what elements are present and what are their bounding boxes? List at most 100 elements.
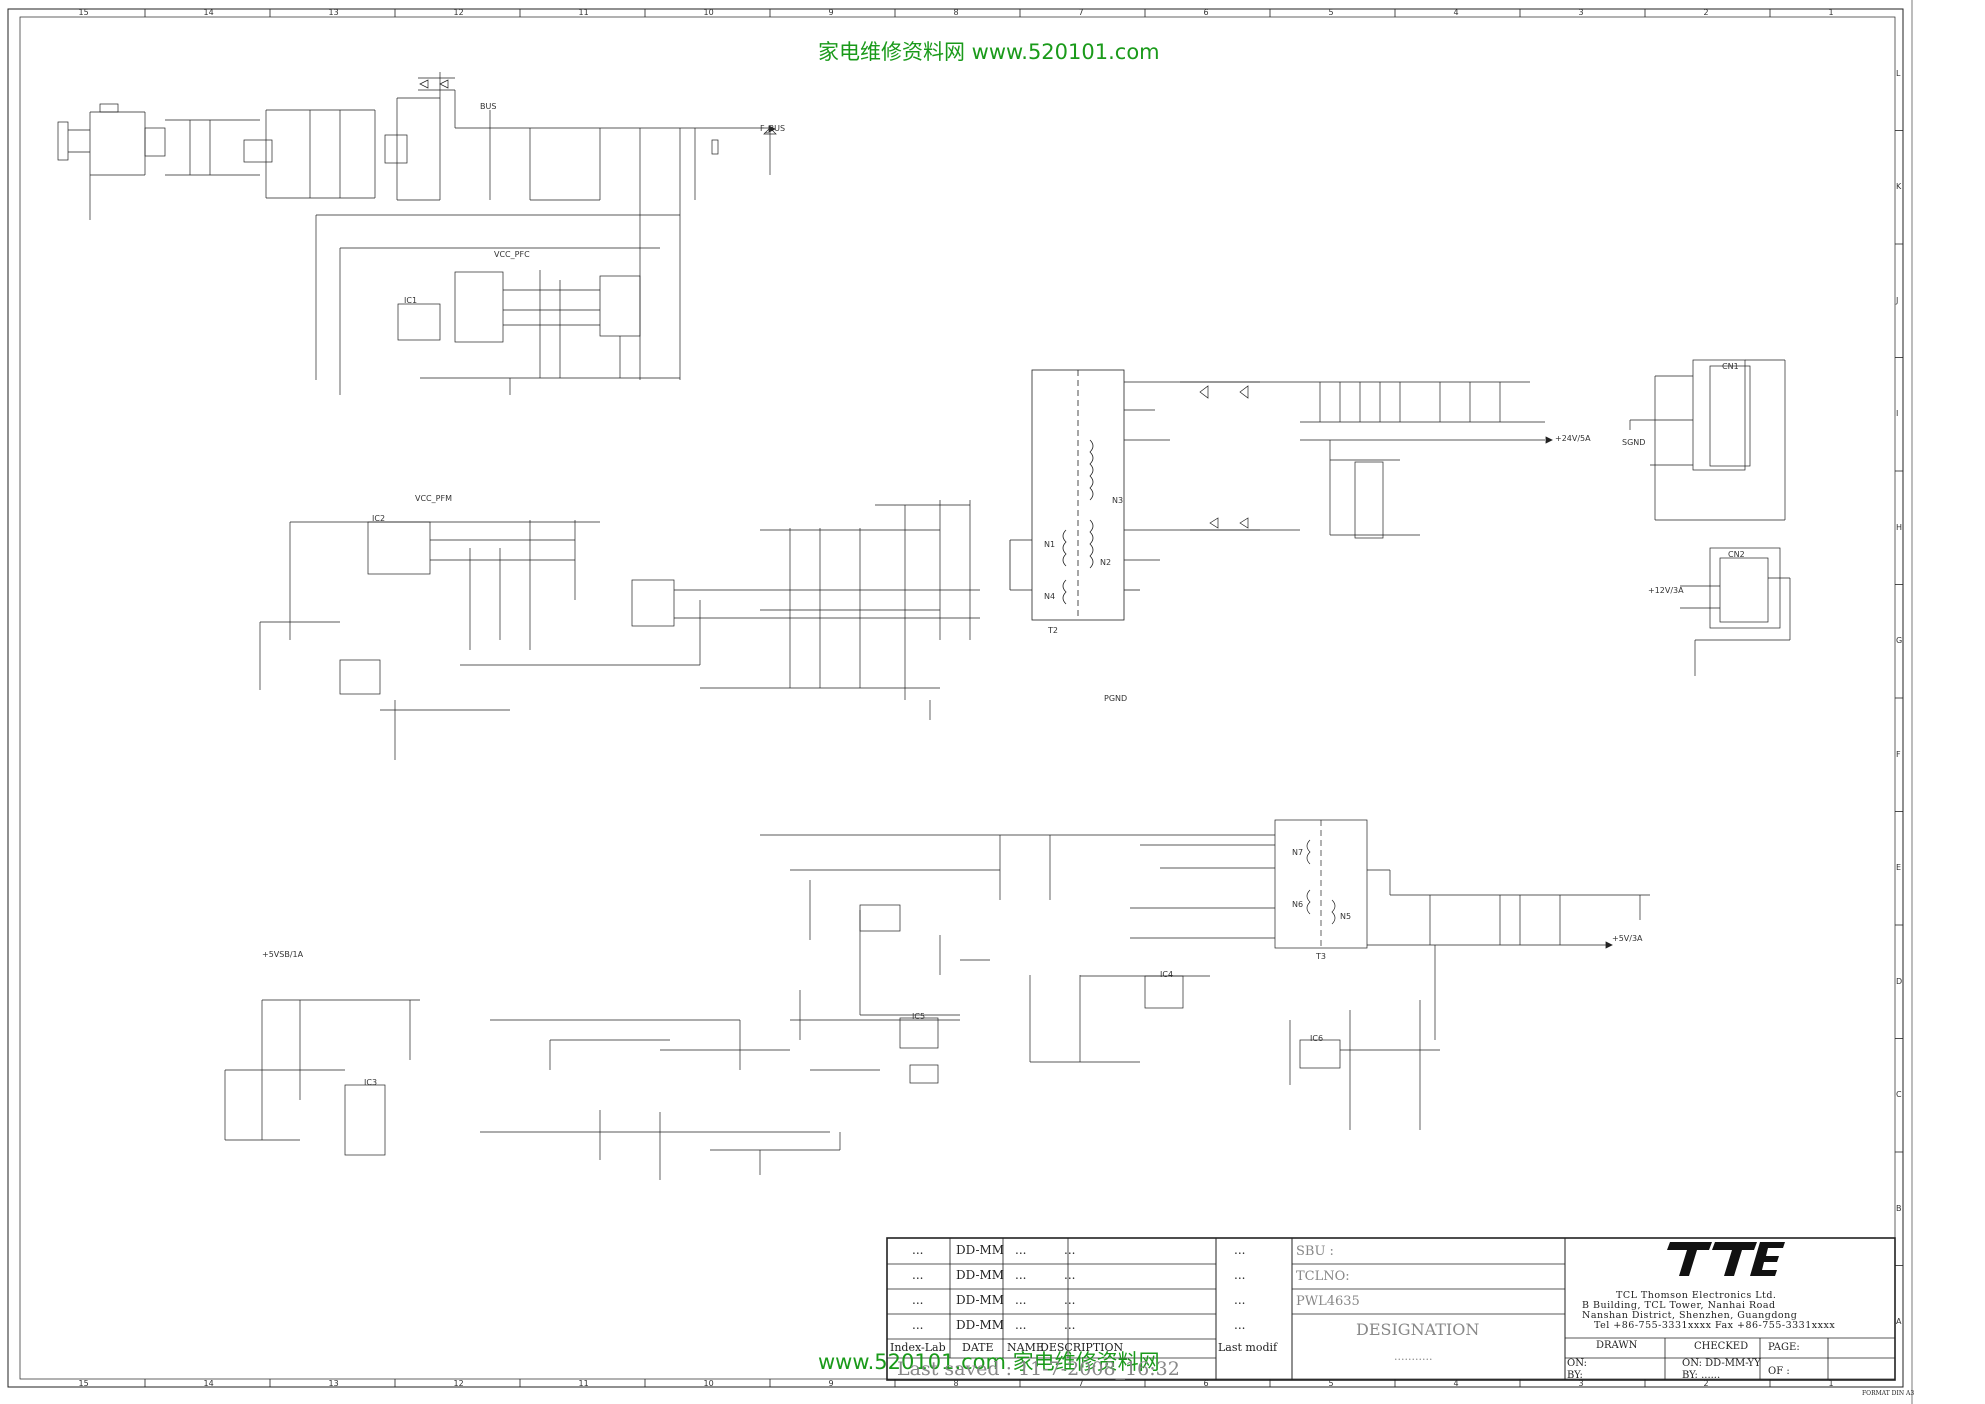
rev-cell-name: ... <box>1015 1318 1027 1332</box>
label-fbus: F_BUS <box>760 124 786 133</box>
label-ic4: IC4 <box>1160 970 1174 979</box>
hdr-date: DATE <box>962 1341 994 1354</box>
watermark-bottom: www.520101.com 家电维修资料网 <box>818 1350 1160 1374</box>
hdr-desc: DESCRIPTION <box>1040 1341 1124 1354</box>
connector-cn2 <box>1680 547 1791 676</box>
rev-cell-desc: ... <box>1064 1268 1076 1282</box>
standby-section <box>760 819 1650 1130</box>
rev-cell-desc: ... <box>1064 1243 1076 1257</box>
watermark-top: 家电维修资料网 www.520101.com <box>818 40 1160 64</box>
sheet-border <box>7 8 1904 1388</box>
by-label: BY: <box>1567 1370 1583 1381</box>
of-label: OF : <box>1768 1366 1790 1377</box>
rev-cell-mod: ... <box>1234 1268 1246 1282</box>
company-line: Tel +86-755-3331xxxx Fax +86-755-3331xxx… <box>1594 1320 1836 1331</box>
on2-label: ON: DD-MM-YY <box>1682 1358 1761 1369</box>
hdr-name: NAME <box>1007 1341 1044 1354</box>
drawn-label: DRAWN <box>1596 1340 1638 1351</box>
grid-label: F <box>1896 749 1901 759</box>
grid-label: E <box>1896 863 1902 873</box>
hdr-index: Index-Lab <box>890 1341 946 1354</box>
tclno-label: TCLNO: <box>1296 1269 1350 1284</box>
company-line: B Building, TCL Tower, Nanhai Road <box>1582 1300 1776 1311</box>
grid-label: G <box>1896 636 1903 646</box>
connector-cn1 <box>1629 359 1786 521</box>
label-sgnd: SGND <box>1622 438 1646 447</box>
rev-cell-name: ... <box>1015 1268 1027 1282</box>
label-n1: N1 <box>1044 540 1056 549</box>
company-line: TCL Thomson Electronics Ltd. <box>1616 1290 1777 1301</box>
grid-label: 3 <box>1578 8 1584 17</box>
hdr-mod: Last modif <box>1218 1341 1278 1354</box>
control-section <box>224 990 960 1180</box>
inner-border <box>19 16 1896 1380</box>
label-n5: N5 <box>1340 912 1352 921</box>
rev-cell-name: ... <box>1015 1293 1027 1307</box>
grid-label: 7 <box>1078 8 1084 17</box>
label-ic2: IC2 <box>372 514 386 523</box>
grid-label: 12 <box>453 1379 464 1388</box>
input-filter-section <box>57 72 777 380</box>
grid-label: B <box>1896 1203 1902 1213</box>
pfc-section <box>315 214 680 395</box>
llc-section <box>259 500 980 760</box>
label-pgnd: PGND <box>1104 694 1128 703</box>
on-label: ON: <box>1567 1358 1587 1369</box>
grid-label: 12 <box>453 8 464 17</box>
grid-label: 13 <box>328 8 339 17</box>
grid-label: 5 <box>1328 1379 1334 1388</box>
grid-label: L <box>1896 68 1901 78</box>
output-arrows <box>768 125 1613 949</box>
title-block-grid <box>887 1238 1895 1380</box>
last-saved: Last saved : 11-7-2008_16:32 <box>897 1358 1180 1380</box>
grid-label: 2 <box>1703 8 1709 17</box>
part-number: PWL4635 <box>1296 1294 1360 1309</box>
rev-cell-name: ... <box>1015 1243 1027 1257</box>
grid-label: 14 <box>203 8 214 17</box>
label-t3: T3 <box>1316 952 1326 961</box>
grid-label: 4 <box>1453 8 1459 17</box>
rev-cell-desc: ... <box>1064 1318 1076 1332</box>
label-vcc-pfm: VCC_PFM <box>415 494 452 503</box>
grid-label: 1 <box>1828 8 1834 17</box>
rev-cell-index: ... <box>912 1243 924 1257</box>
label-n7: N7 <box>1292 848 1304 857</box>
grid-label: 11 <box>578 8 589 17</box>
label-12v: +12V/3A <box>1648 586 1684 595</box>
grid-label: J <box>1896 295 1899 305</box>
by2-label: BY: ...... <box>1682 1370 1721 1381</box>
grid-label: 10 <box>703 8 714 17</box>
label-24v: +24V/5A <box>1555 434 1591 443</box>
rev-cell-index: ... <box>912 1268 924 1282</box>
rev-cell-mod: ... <box>1234 1243 1246 1257</box>
label-vcc-pfc: VCC_PFC <box>494 250 530 259</box>
rev-cell-date: DD-MM <box>956 1268 1005 1282</box>
label-cn2: CN2 <box>1728 550 1745 559</box>
grid-label: 10 <box>703 1379 714 1388</box>
label-ic6: IC6 <box>1310 1034 1324 1043</box>
sbu-label: SBU : <box>1296 1244 1334 1259</box>
grid-label: 8 <box>953 1379 959 1388</box>
rev-cell-index: ... <box>912 1293 924 1307</box>
label-ic5: IC5 <box>912 1012 926 1021</box>
label-bus: BUS <box>480 102 497 111</box>
right-grid-ticks <box>1895 130 1903 1266</box>
rev-cell-mod: ... <box>1234 1293 1246 1307</box>
grid-label: 13 <box>328 1379 339 1388</box>
title-block <box>886 1237 1896 1381</box>
transformer-t2 <box>1009 369 1300 621</box>
grid-label: D <box>1896 976 1903 986</box>
top-grid-ticks <box>144 9 1771 17</box>
rev-cell-index: ... <box>912 1318 924 1332</box>
grid-label: 1 <box>1828 1379 1834 1388</box>
checked-label: CHECKED <box>1694 1341 1749 1352</box>
grid-label: 3 <box>1578 1379 1584 1388</box>
label-t2: T2 <box>1048 626 1058 635</box>
grid-label: H <box>1896 522 1903 532</box>
label-n6: N6 <box>1292 900 1304 909</box>
grid-label: 14 <box>203 1379 214 1388</box>
grid-label: 2 <box>1703 1379 1709 1388</box>
grid-label: 5 <box>1328 8 1334 17</box>
grid-label: C <box>1896 1090 1902 1100</box>
